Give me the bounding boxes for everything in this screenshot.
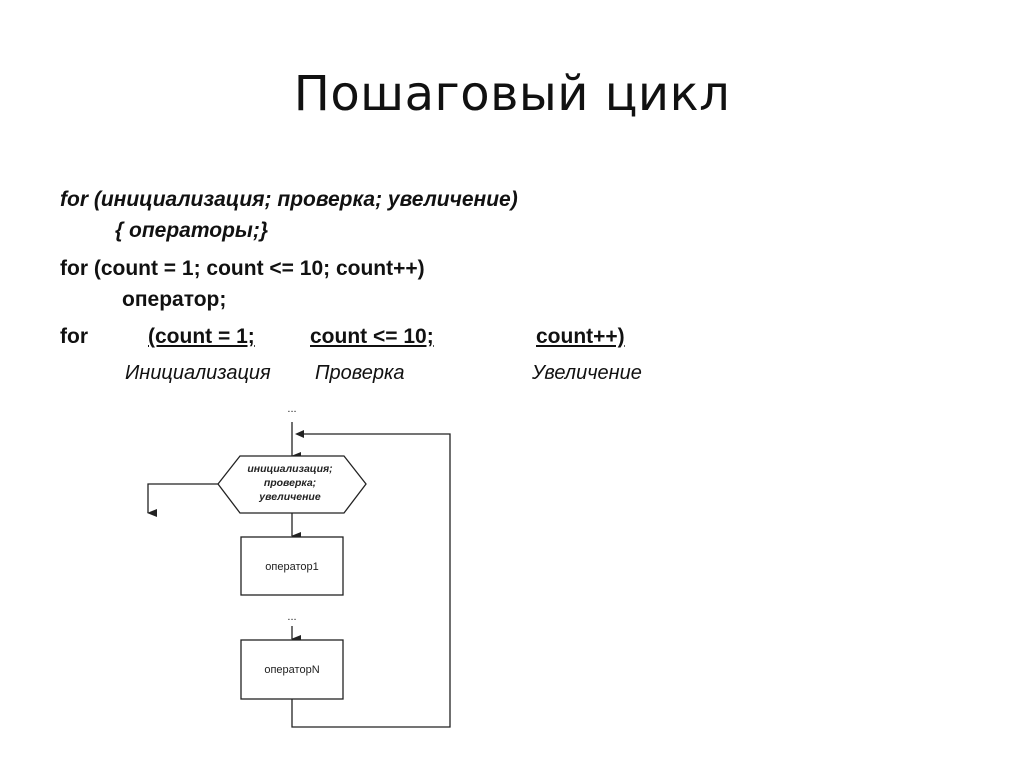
operator1-box	[240, 536, 344, 596]
slide-title: Пошаговый цикл	[293, 66, 731, 122]
label-check: Проверка	[315, 362, 405, 384]
breakdown-init-part: (count = 1;	[148, 325, 255, 348]
label-increment: Увеличение	[532, 362, 642, 384]
breakdown-incr-part: count++)	[536, 325, 625, 348]
example-line-2: оператор;	[122, 288, 227, 311]
label-initialization: Инициализация	[125, 362, 271, 384]
loop-back-arrowhead	[295, 430, 304, 438]
breakdown-check-part: count <= 10;	[310, 325, 434, 348]
hexagon-line-2: проверка;	[264, 477, 316, 489]
hexagon-line-3: увеличение	[258, 491, 321, 503]
hexagon-line-1: инициализация;	[247, 463, 332, 475]
example-line-1: for (count = 1; count <= 10; count++)	[60, 257, 425, 280]
operatorN-box	[240, 639, 344, 700]
loop-condition-hexagon	[217, 455, 367, 514]
exit-arrow	[147, 483, 218, 517]
breakdown-keyword: for	[60, 325, 88, 348]
loop-back-line	[291, 433, 451, 728]
operator1-label: оператор1	[265, 561, 318, 573]
operatorN-label: операторN	[264, 664, 319, 676]
syntax-line-1: for (инициализация; проверка; увеличение…	[60, 188, 518, 211]
syntax-line-2: { операторы;}	[115, 219, 268, 242]
flowchart-ellipsis-mid: ...	[287, 611, 296, 623]
flowchart-ellipsis-top: ...	[287, 403, 296, 415]
